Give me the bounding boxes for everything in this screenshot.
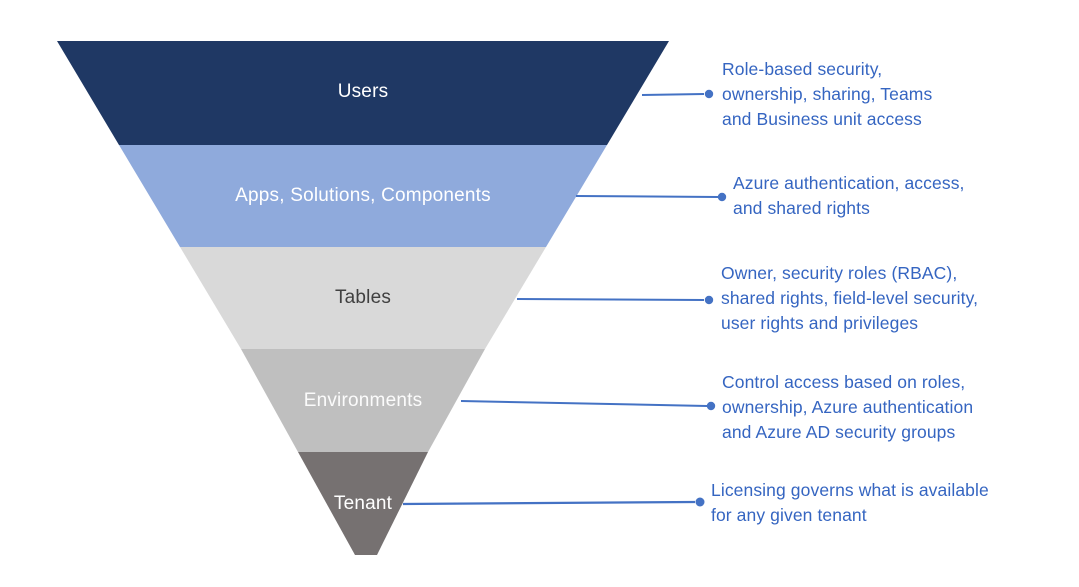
connector-line-environments [460,400,708,407]
annotation-tenant: Licensing governs what is available for … [711,480,989,525]
connector-line-tables [516,298,705,301]
annotation-users: Role-based security, ownership, sharing,… [722,59,933,129]
annotation-tables: Owner, security roles (RBAC), shared rig… [721,263,979,333]
funnel-layer-environments [241,349,485,452]
annotation-environments: Control access based on roles, ownership… [722,372,974,442]
connector-line-users [641,93,705,96]
funnel-layer-apps-solutions-components [119,145,607,247]
connector-dot-users [704,89,714,99]
connector-dot-tables [704,295,714,305]
connector-dot-tenant [695,497,705,507]
funnel-layer-tenant [298,452,428,555]
connector-line-apps [575,195,719,198]
annotation-apps: Azure authentication, access, and shared… [733,173,965,218]
connector-dot-environments [706,401,716,411]
funnel-layer-tables [180,247,546,349]
funnel-layer-users [57,41,669,145]
connector-line-tenant [402,500,696,506]
connector-dot-apps [717,192,727,202]
